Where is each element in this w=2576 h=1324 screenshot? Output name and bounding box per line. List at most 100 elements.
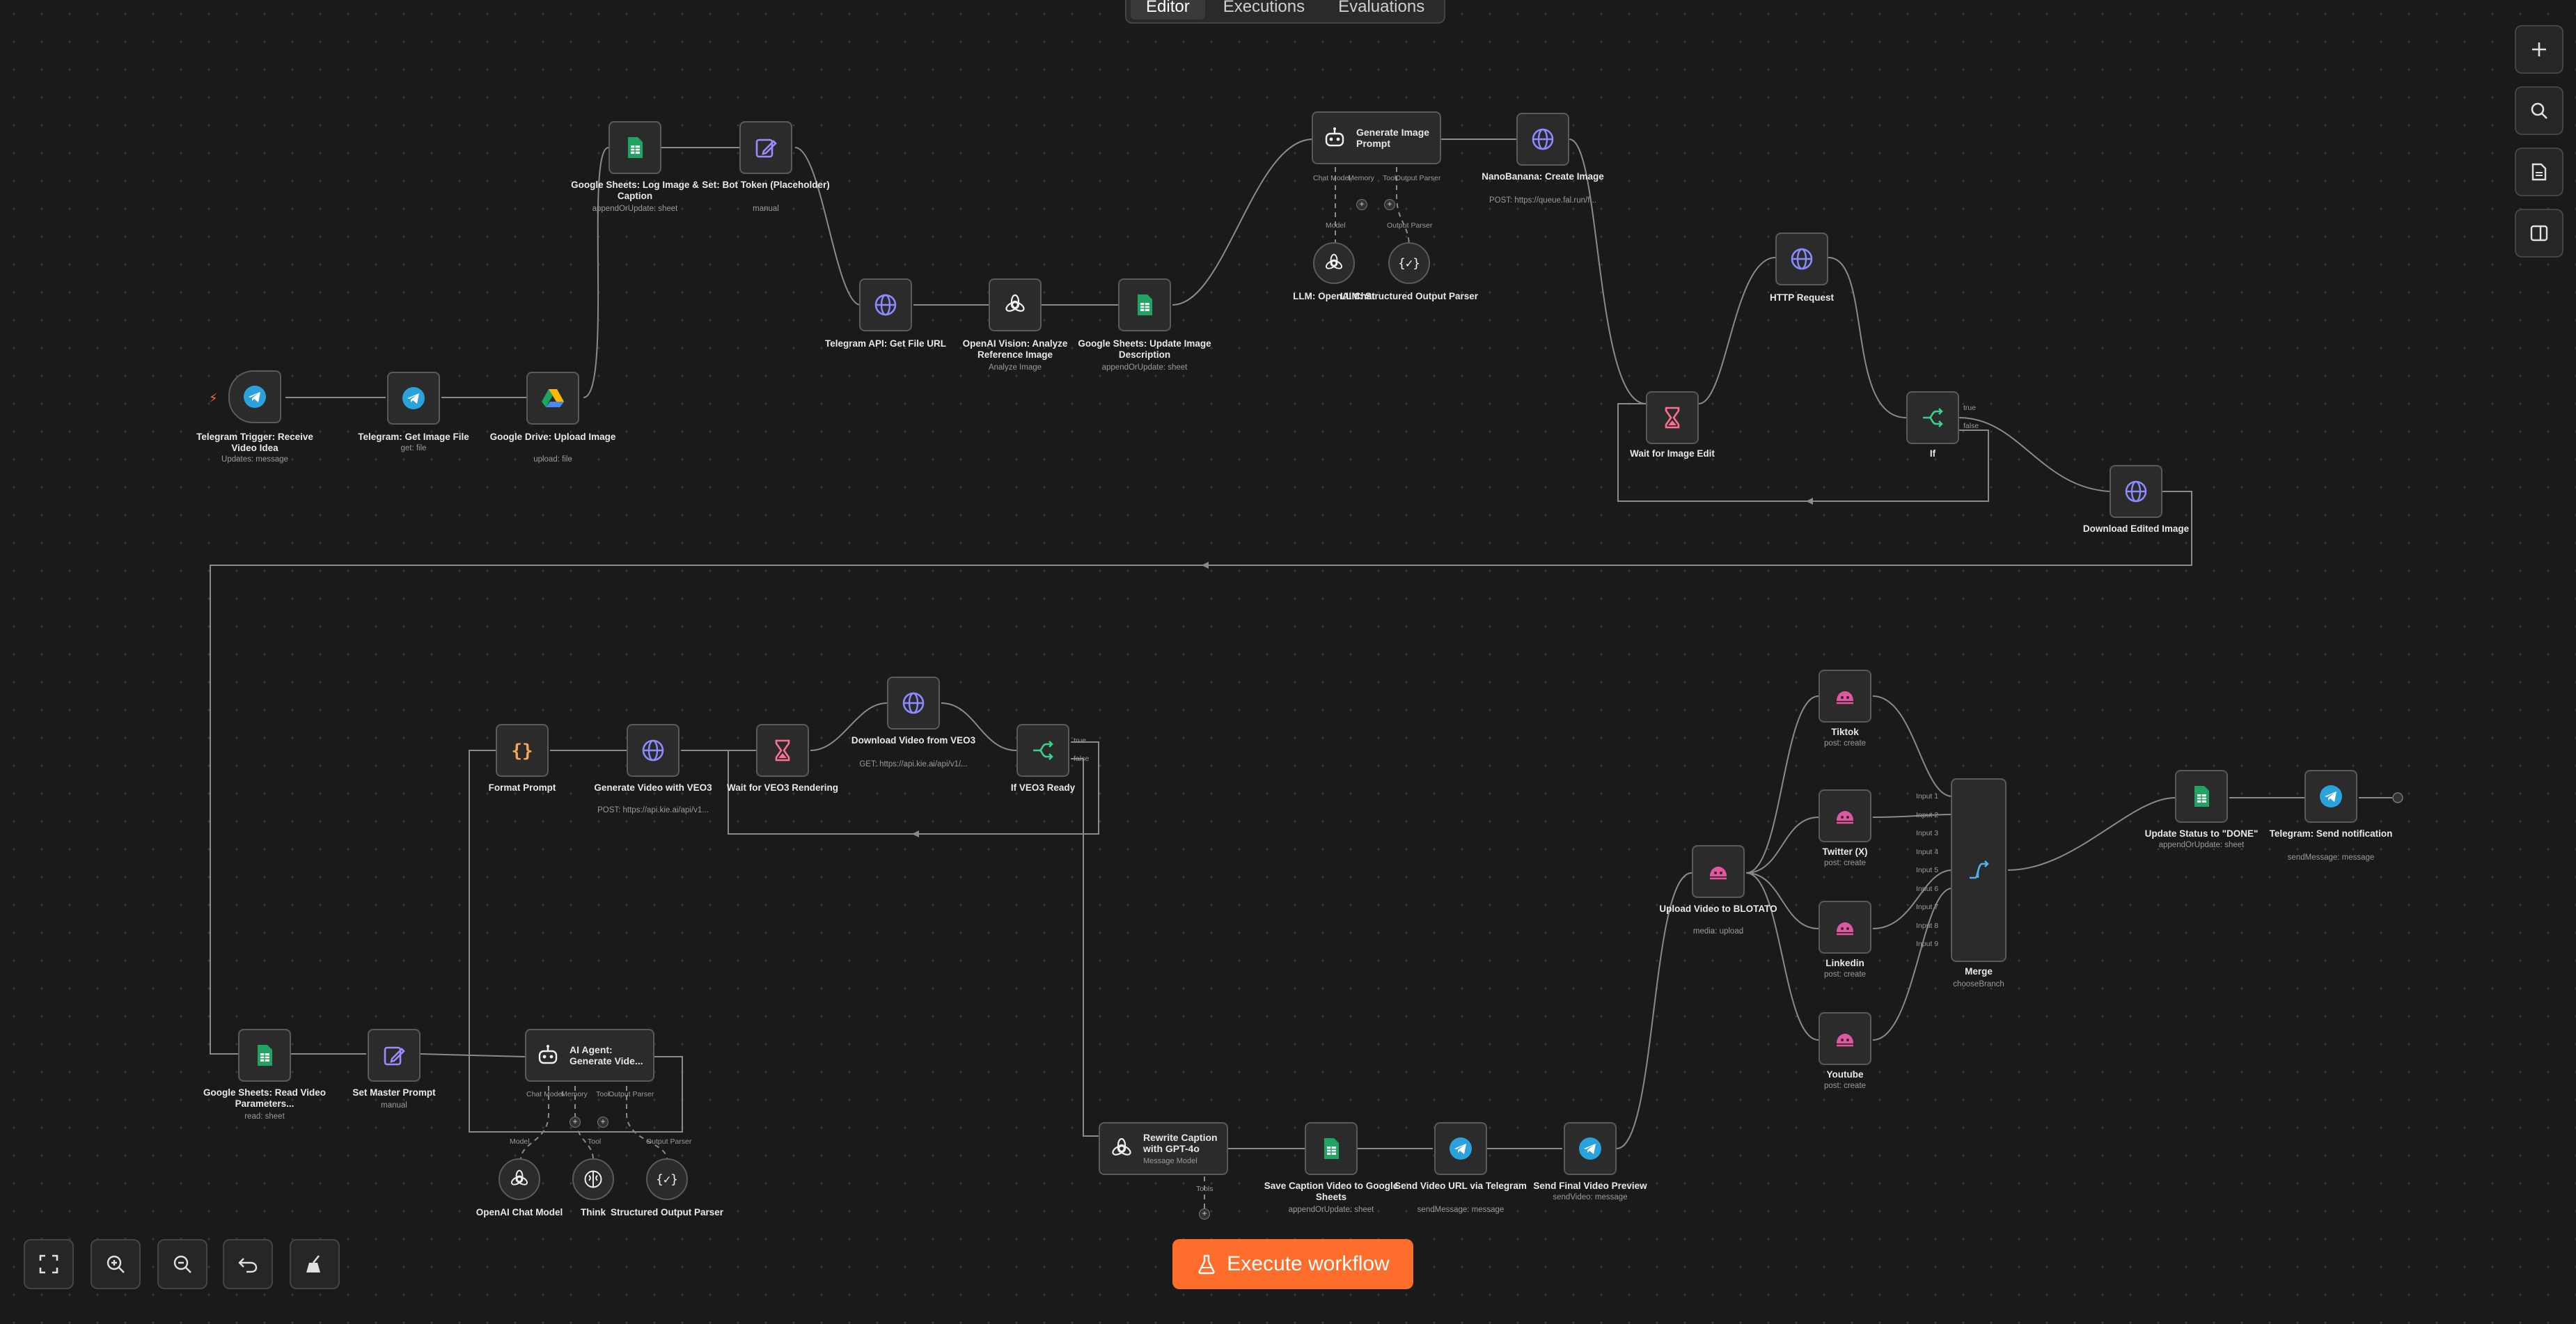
node-subtitle: Updates: message	[221, 455, 288, 464]
llm-openai-chat-node[interactable]	[1313, 242, 1355, 284]
toggle-panel-button[interactable]	[2515, 209, 2563, 258]
node-subtitle: Analyze Image	[988, 363, 1042, 372]
branch-icon	[1923, 408, 1943, 427]
node-subtitle: manual	[381, 1101, 407, 1110]
add-sticky-note-button[interactable]	[2515, 148, 2563, 196]
tiktok-post-node[interactable]	[1819, 670, 1871, 723]
port-label: true	[1074, 736, 1087, 745]
globe-icon	[2125, 480, 2147, 503]
tab-executions[interactable]: Executions	[1223, 0, 1305, 16]
port-label: Output Parser	[608, 1090, 654, 1098]
merge-node[interactable]	[1951, 778, 2006, 962]
port-label: false	[1074, 755, 1090, 763]
http-request-node[interactable]	[1775, 233, 1828, 285]
blotato-icon	[1837, 1034, 1853, 1047]
node-title: Google Sheets: Log Image & Caption	[571, 180, 699, 201]
port-label: false	[1963, 422, 1979, 430]
node-subtitle: post: create	[1823, 970, 1867, 979]
download-edited-image-node[interactable]	[2110, 465, 2162, 518]
merge-input-label: Input 7	[1916, 903, 1939, 911]
think-tool-node[interactable]	[572, 1158, 614, 1200]
node-subtitle: post: create	[1823, 859, 1867, 867]
telegram-get-file-node[interactable]	[387, 372, 440, 425]
svg-text:⚡: ⚡	[209, 391, 218, 406]
node-title: Set Master Prompt	[352, 1087, 436, 1098]
llm-structured-parser-node[interactable]: {✓}	[1388, 242, 1430, 284]
node-title: Generate Video with VEO3	[594, 782, 712, 793]
node-title: Twitter (X)	[1822, 846, 1868, 857]
node-title: HTTP Request	[1769, 292, 1834, 303]
node-title: If	[1929, 448, 1936, 459]
node-subtitle: post: create	[1823, 739, 1867, 748]
wait-for-image-edit-node[interactable]	[1646, 391, 1699, 444]
braces-icon: {✓}	[657, 1173, 677, 1187]
blotato-icon	[1837, 691, 1853, 704]
openai-vision-node[interactable]	[989, 278, 1042, 331]
google-sheets-log-node[interactable]	[608, 121, 661, 174]
merge-input-label: Input 9	[1916, 940, 1939, 948]
add-memory-plus[interactable]: +	[570, 1117, 581, 1128]
google-drive-icon	[542, 389, 564, 407]
add-tool-plus[interactable]: +	[597, 1117, 608, 1128]
robot-icon	[1325, 127, 1344, 147]
port-label: Model	[1326, 221, 1346, 230]
port-label: Memory	[561, 1090, 588, 1098]
tab-editor[interactable]: Editor	[1131, 0, 1205, 19]
twitter-post-node[interactable]	[1819, 789, 1871, 842]
structured-output-parser-node[interactable]: {✓}	[646, 1158, 688, 1200]
send-final-video-preview-node[interactable]	[1564, 1122, 1617, 1175]
telegram-api-get-file-url-node[interactable]	[859, 278, 912, 331]
format-prompt-node[interactable]: {}	[496, 724, 549, 777]
tidy-up-button[interactable]	[290, 1239, 340, 1289]
nanobanana-create-image-node[interactable]	[1516, 113, 1569, 166]
hourglass-icon	[775, 739, 790, 762]
add-tool-plus[interactable]: +	[1384, 199, 1395, 210]
port-label: Model	[510, 1137, 530, 1146]
search-icon	[2531, 102, 2547, 119]
save-caption-sheets-node[interactable]	[1305, 1122, 1358, 1175]
globe-icon	[874, 294, 897, 316]
upload-video-blotato-node[interactable]	[1692, 845, 1745, 898]
undo-button[interactable]	[223, 1239, 273, 1289]
node-title: Format Prompt	[488, 782, 556, 793]
if-veo3-ready-node[interactable]	[1016, 724, 1069, 777]
if-node[interactable]	[1906, 391, 1959, 444]
add-node-button[interactable]	[2515, 25, 2563, 74]
openai-chat-model-node[interactable]	[498, 1158, 540, 1200]
generate-image-prompt-agent-node[interactable]: Generate Image Prompt	[1312, 111, 1441, 164]
tab-evaluations[interactable]: Evaluations	[1338, 0, 1425, 16]
fit-view-button[interactable]	[24, 1239, 74, 1289]
add-tool-plus[interactable]: +	[1199, 1208, 1210, 1220]
set-master-prompt-node[interactable]	[368, 1029, 421, 1082]
google-sheets-update-description-node[interactable]	[1118, 278, 1171, 331]
telegram-icon	[1579, 1137, 1601, 1160]
node-title: Download Video from VEO3	[851, 735, 976, 746]
wait-for-veo3-node[interactable]	[756, 724, 809, 777]
send-video-url-telegram-node[interactable]	[1434, 1122, 1487, 1175]
update-status-done-node[interactable]	[2175, 770, 2228, 823]
globe-icon	[642, 739, 664, 762]
generate-video-veo3-node[interactable]	[627, 724, 680, 777]
telegram-trigger-node[interactable]	[228, 370, 281, 423]
rewrite-caption-node[interactable]: Rewrite Caption with GPT-4o Message Mode…	[1099, 1122, 1228, 1175]
download-video-veo3-node[interactable]	[887, 677, 940, 730]
openai-icon	[510, 1169, 528, 1185]
google-sheets-read-params-node[interactable]	[238, 1029, 291, 1082]
telegram-send-notification-node[interactable]	[2304, 770, 2357, 823]
linkedin-post-node[interactable]	[1819, 901, 1871, 954]
zoom-out-button[interactable]	[157, 1239, 207, 1289]
execute-workflow-button[interactable]: Execute workflow	[1172, 1239, 1413, 1289]
google-drive-upload-node[interactable]	[526, 372, 579, 425]
plus-icon	[2532, 42, 2546, 56]
youtube-post-node[interactable]	[1819, 1012, 1871, 1065]
set-bot-token-node[interactable]	[739, 121, 792, 174]
execute-workflow-label: Execute workflow	[1227, 1252, 1390, 1275]
add-memory-plus[interactable]: +	[1356, 199, 1367, 210]
zoom-in-button[interactable]	[91, 1239, 141, 1289]
search-nodes-button[interactable]	[2515, 86, 2563, 135]
node-title: Google Sheets: Read Video Parameters...	[203, 1087, 327, 1109]
ai-agent-generate-video-node[interactable]: AI Agent: Generate Vide...	[525, 1029, 654, 1082]
node-title: Google Drive: Upload Image	[489, 432, 616, 442]
port-label: Tool	[1383, 174, 1397, 182]
